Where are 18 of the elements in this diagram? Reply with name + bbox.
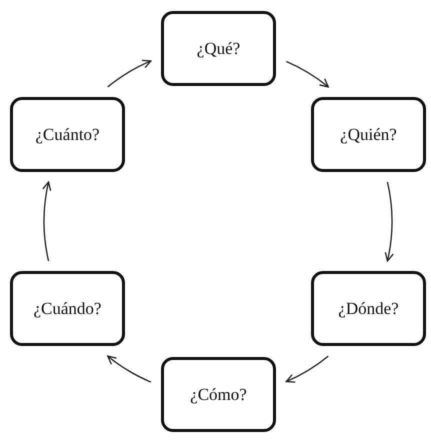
curved-arrow: [286, 356, 329, 382]
curved-arrow: [107, 60, 152, 88]
curved-arrow: [107, 355, 152, 383]
curved-arrow: [384, 182, 394, 262]
question-box: [10, 97, 125, 172]
question-box: [10, 271, 125, 346]
question-label: ¿Dónde?: [338, 298, 399, 320]
question-label: ¿Cuánto?: [35, 124, 100, 146]
question-label: ¿Cuándo?: [34, 298, 102, 320]
question-label: ¿Qué?: [196, 38, 240, 60]
question-label: ¿Quién?: [340, 124, 397, 146]
question-box: [311, 271, 426, 346]
question-box: [311, 97, 426, 172]
question-label: ¿Cómo?: [190, 384, 247, 406]
curved-arrow: [42, 181, 52, 262]
question-box: [161, 357, 276, 432]
question-box: [161, 11, 276, 86]
curved-arrow: [286, 60, 329, 88]
